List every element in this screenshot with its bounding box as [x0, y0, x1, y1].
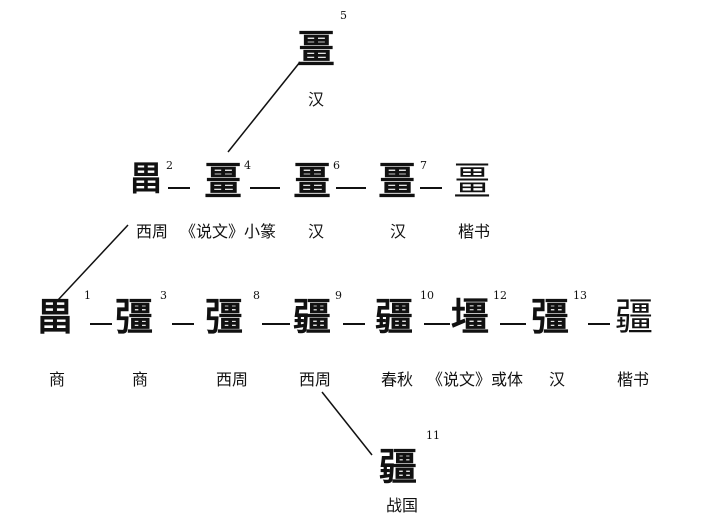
connector-dash: [343, 323, 365, 325]
connector-dash: [168, 187, 190, 189]
glyph: 畕: [129, 159, 163, 199]
period-label: 春秋: [380, 370, 414, 389]
node-number: 5: [340, 9, 347, 22]
period-label: 西周: [215, 370, 249, 389]
period-label: 西周: [135, 222, 169, 241]
connector-dash: [262, 323, 290, 325]
period-label: 楷书: [616, 370, 650, 389]
period-label: 汉: [548, 370, 566, 389]
connector-dash: [250, 187, 280, 189]
period-label: 商: [48, 370, 66, 389]
node-number: 6: [333, 159, 340, 172]
connector-dash: [336, 187, 366, 189]
period-label: 汉: [307, 90, 325, 109]
period-label: 楷书: [457, 222, 491, 241]
period-label: 战国: [385, 496, 419, 515]
glyph: 畺: [452, 159, 492, 203]
glyph: 疆: [614, 295, 654, 339]
connector-dash: [172, 323, 194, 325]
connector-dash: [588, 323, 610, 325]
glyph: 疆: [374, 294, 414, 339]
period-label: 汉: [389, 222, 407, 241]
glyph: 畕: [35, 294, 75, 339]
connector-line: [227, 61, 301, 153]
connector-dash: [420, 187, 442, 189]
glyph: 彊: [204, 294, 244, 339]
node-number: 2: [166, 159, 173, 172]
period-label: 汉: [307, 222, 325, 241]
node-number: 1: [84, 289, 91, 302]
connector-line: [321, 391, 373, 456]
node-number: 7: [420, 159, 427, 172]
connector-dash: [90, 323, 112, 325]
node-number: 8: [253, 289, 260, 302]
connector-line: [57, 224, 129, 301]
glyph: 彊: [114, 294, 154, 339]
period-label: 西周: [298, 370, 332, 389]
connector-dash: [424, 323, 450, 325]
glyph: 疆: [378, 444, 418, 489]
glyph: 壃: [450, 294, 490, 339]
glyph: 畺: [377, 158, 417, 203]
node-number: 13: [573, 289, 587, 302]
glyph: 畺: [203, 158, 243, 203]
glyph: 畺: [296, 26, 336, 71]
node-number: 9: [335, 289, 342, 302]
node-number: 10: [420, 289, 434, 302]
node-number: 11: [426, 429, 440, 442]
period-label: 《说文》小篆: [179, 222, 277, 241]
connector-dash: [500, 323, 526, 325]
period-label: 商: [131, 370, 149, 389]
node-number: 4: [244, 159, 251, 172]
glyph: 畺: [292, 158, 332, 203]
glyph: 彊: [530, 294, 570, 339]
period-label: 《说文》或体: [426, 370, 524, 389]
glyph: 疆: [292, 294, 332, 339]
node-number: 12: [493, 289, 507, 302]
node-number: 3: [160, 289, 167, 302]
